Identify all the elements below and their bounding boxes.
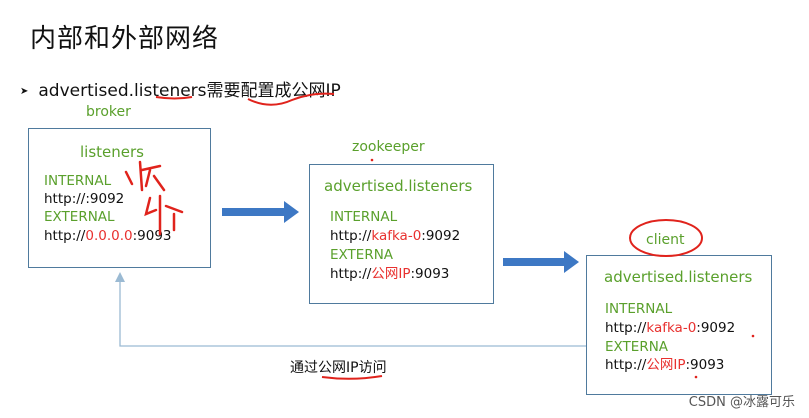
zookeeper-heading: advertised.listeners bbox=[324, 177, 473, 195]
broker-external-port: :9093 bbox=[132, 228, 172, 244]
marker-dot bbox=[751, 334, 755, 338]
underline-public-ip bbox=[247, 92, 335, 106]
feedback-pre: 通过 bbox=[290, 360, 318, 376]
handwritten-scribble bbox=[124, 160, 184, 236]
broker-external-prefix: http:// bbox=[44, 228, 86, 244]
broker-heading: listeners bbox=[80, 143, 144, 161]
subtitle-keyword: listeners bbox=[134, 81, 207, 101]
subtitle-prefix: advertised. bbox=[38, 81, 135, 101]
subtitle-middle: 需要配 bbox=[206, 81, 258, 101]
broker-box: listeners INTERNAL http://:9092 EXTERNAL… bbox=[28, 128, 211, 268]
marker-dot bbox=[694, 375, 698, 379]
client-internal-label: INTERNAL bbox=[605, 301, 673, 317]
client-box: advertised.listeners INTERNAL http://kaf… bbox=[586, 255, 772, 395]
client-external-url: http://公网IP:9093 bbox=[605, 357, 724, 374]
bullet-icon: ➤ bbox=[20, 86, 29, 97]
underline-listeners bbox=[155, 96, 193, 100]
zookeeper-external-host: 公网IP bbox=[371, 266, 411, 282]
zookeeper-external-url: http://公网IP:9093 bbox=[330, 266, 449, 283]
client-external-label: EXTERNA bbox=[605, 339, 669, 355]
zookeeper-internal-host: kafka-0 bbox=[371, 228, 422, 244]
zookeeper-external-port: :9093 bbox=[410, 266, 450, 282]
broker-label: broker bbox=[86, 104, 131, 120]
arrow-broker-to-zookeeper bbox=[222, 201, 299, 223]
zookeeper-internal-port: :9092 bbox=[421, 228, 461, 244]
client-internal-port: :9092 bbox=[696, 320, 736, 336]
feedback-emph: 公网IP bbox=[318, 360, 359, 376]
page-title: 内部和外部网络 bbox=[30, 24, 220, 54]
zookeeper-external-prefix: http:// bbox=[330, 266, 372, 282]
arrow-zookeeper-to-client bbox=[503, 251, 579, 273]
underline-feedback bbox=[321, 375, 383, 380]
client-internal-host: kafka-0 bbox=[646, 320, 697, 336]
watermark: CSDN @冰露可乐 bbox=[688, 395, 795, 410]
broker-external-label: EXTERNAL bbox=[44, 209, 115, 225]
client-external-port: :9093 bbox=[685, 357, 725, 373]
zookeeper-label: zookeeper bbox=[352, 139, 425, 155]
client-external-host: 公网IP bbox=[646, 357, 686, 373]
zookeeper-internal-label: INTERNAL bbox=[330, 209, 398, 225]
subtitle-emph: 置成公网IP bbox=[257, 81, 341, 101]
client-heading: advertised.listeners bbox=[604, 268, 753, 286]
return-path-line bbox=[119, 280, 586, 347]
broker-external-url: http://0.0.0.0:9093 bbox=[44, 228, 172, 245]
client-label: client bbox=[646, 232, 685, 248]
zookeeper-external-label: EXTERNA bbox=[330, 247, 394, 263]
circle-client bbox=[629, 219, 703, 257]
feedback-note: 通过公网IP访问 bbox=[290, 357, 387, 377]
broker-internal-url: http://:9092 bbox=[44, 191, 125, 207]
broker-external-host: 0.0.0.0 bbox=[85, 228, 133, 244]
zookeeper-internal-prefix: http:// bbox=[330, 228, 372, 244]
zookeeper-internal-url: http://kafka-0:9092 bbox=[330, 228, 460, 245]
client-internal-prefix: http:// bbox=[605, 320, 647, 336]
client-internal-url: http://kafka-0:9092 bbox=[605, 320, 735, 337]
broker-internal-label: INTERNAL bbox=[44, 173, 112, 189]
return-path-arrowhead bbox=[115, 272, 125, 282]
marker-dot bbox=[370, 158, 374, 162]
feedback-post: 访问 bbox=[358, 360, 387, 376]
subtitle: ➤ advertised.listeners需要配置成公网IP bbox=[20, 76, 341, 101]
client-external-prefix: http:// bbox=[605, 357, 647, 373]
zookeeper-box: advertised.listeners INTERNAL http://kaf… bbox=[309, 164, 494, 304]
